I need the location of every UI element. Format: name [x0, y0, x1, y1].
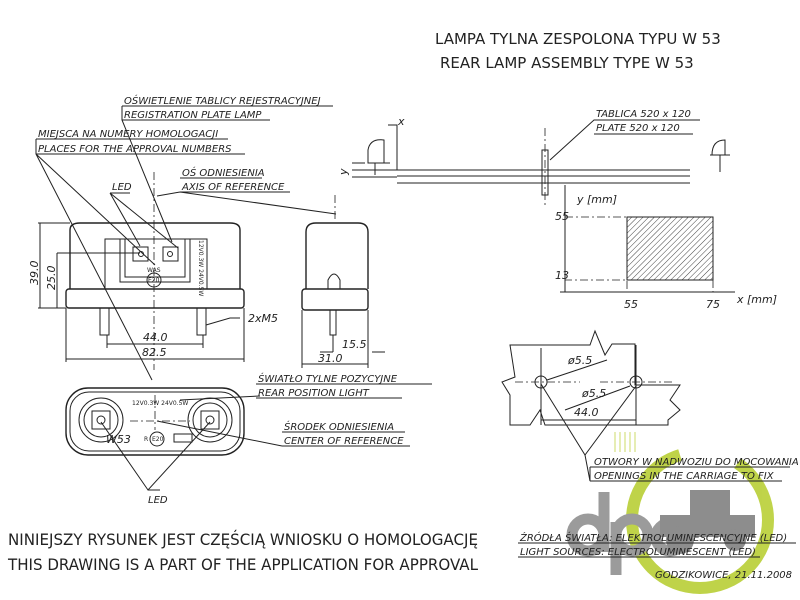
svg-text:13: 13: [555, 269, 569, 282]
side-view: 15.5 31.0: [301, 195, 385, 368]
dim-15-5: 15.5: [342, 338, 367, 351]
svg-text:x: x: [397, 115, 405, 128]
top-view: 12V0.3W 24V0.5W R E20 W53 LED: [65, 387, 283, 506]
svg-text:REAR POSITION LIGHT: REAR POSITION LIGHT: [258, 388, 370, 399]
label-led-top: LED: [109, 182, 179, 249]
svg-text:ø5.5: ø5.5: [567, 354, 592, 367]
svg-text:OŚWIETLENIE TABLICY REJESTRACY: OŚWIETLENIE TABLICY REJESTRACYJNEJ: [124, 94, 321, 107]
svg-text:ŚWIATŁO TYLNE POZYCYJNE: ŚWIATŁO TYLNE POZYCYJNE: [258, 372, 398, 385]
label-registration-plate-lamp: OŚWIETLENIE TABLICY REJESTRACYJNEJ REGIS…: [121, 94, 333, 243]
svg-text:OŚ ODNIESIENIA: OŚ ODNIESIENIA: [182, 166, 265, 179]
svg-text:CENTER OF REFERENCE: CENTER OF REFERENCE: [284, 436, 404, 447]
label-approval-places: MIEJSCA NA NUMERY HOMOLOGACJI PLACES FOR…: [35, 129, 245, 381]
visibility-graph: y [mm] 55 13 55 75 x [mm]: [555, 185, 777, 311]
label-light-sources: ŹRÓDŁA ŚWIATŁA: ELEKTROLUMINESCENCYJNE (…: [518, 531, 796, 558]
svg-text:REGISTRATION PLATE LAMP: REGISTRATION PLATE LAMP: [124, 110, 262, 121]
rating-mark: 12V0.3W 24V0.5W: [197, 240, 204, 296]
svg-text:ø5.5: ø5.5: [581, 387, 606, 400]
hatched-zone: [626, 216, 714, 281]
svg-text:ŹRÓDŁA ŚWIATŁA: ELEKTROLUMINES: ŹRÓDŁA ŚWIATŁA: ELEKTROLUMINESCENCYJNE (…: [519, 531, 787, 544]
svg-text:AXIS OF REFERENCE: AXIS OF REFERENCE: [181, 182, 285, 193]
svg-text:55: 55: [555, 210, 569, 223]
label-axis-of-reference: OŚ ODNIESIENIA AXIS OF REFERENCE: [156, 166, 337, 215]
svg-text:12V0.3W 24V0.5W: 12V0.3W 24V0.5W: [132, 400, 188, 407]
statement-pl: NINIEJSZY RYSUNEK JEST CZĘŚCIĄ WNIOSKU O…: [8, 530, 478, 549]
svg-text:W53: W53: [106, 433, 131, 446]
svg-text:OTWORY W NADWOZIU DO MOCOWANIA: OTWORY W NADWOZIU DO MOCOWANIA: [594, 457, 799, 468]
plate-label-pl: TABLICA 520 x 120: [596, 109, 691, 120]
title-pl: LAMPA TYLNA ZESPOLONA TYPU W 53: [435, 30, 721, 48]
title-en: REAR LAMP ASSEMBLY TYPE W 53: [440, 54, 694, 72]
svg-text:OPENINGS IN THE CARRIAGE TO FI: OPENINGS IN THE CARRIAGE TO FIX: [594, 471, 775, 482]
dim-82-5: 82.5: [142, 346, 167, 359]
dim-39: 39.0: [28, 261, 41, 286]
svg-text:R: R: [144, 436, 148, 443]
dpa-watermark-logo: [566, 432, 774, 594]
svg-text:E20: E20: [152, 436, 164, 443]
label-center-of-reference: ŚRODEK ODNIESIENIA CENTER OF REFERENCE: [282, 420, 410, 447]
svg-text:75: 75: [706, 298, 720, 311]
svg-text:ŚRODEK ODNIESIENIA: ŚRODEK ODNIESIENIA: [284, 420, 394, 433]
svg-text:44.0: 44.0: [574, 406, 599, 419]
svg-text:LIGHT SOURCES: ELECTROLUMINESC: LIGHT SOURCES: ELECTROLUMINESCENT (LED): [520, 547, 756, 558]
screw-label: 2xM5: [248, 312, 278, 325]
statement-en: THIS DRAWING IS A PART OF THE APPLICATIO…: [7, 555, 478, 574]
mounting-holes: ø5.5 ø5.5 44.0: [501, 329, 681, 456]
svg-text:PLACES FOR THE APPROVAL NUMBER: PLACES FOR THE APPROVAL NUMBERS: [38, 144, 232, 155]
svg-text:y: y: [337, 168, 350, 176]
graph-ylabel: y [mm]: [576, 193, 617, 206]
dim-25: 25.0: [45, 266, 58, 291]
dim-31: 31.0: [318, 352, 343, 365]
place-date: GODZIKOWICE, 21.11.2008: [655, 570, 792, 581]
label-openings: OTWORY W NADWOZIU DO MOCOWANIA OPENINGS …: [584, 454, 799, 482]
svg-text:55: 55: [624, 298, 638, 311]
plate-label-en: PLATE 520 x 120: [596, 123, 680, 134]
graph-xlabel: x [mm]: [736, 293, 777, 306]
label-led-bottom: LED: [148, 495, 168, 506]
svg-text:LED: LED: [112, 182, 132, 193]
front-view: WAS E20 12V0.3W 24V0.5W 39.0 25.0 44.0 8…: [28, 172, 278, 370]
svg-text:MIEJSCA NA NUMERY HOMOLOGACJI: MIEJSCA NA NUMERY HOMOLOGACJI: [38, 129, 218, 140]
mounting-sketch: x y TABLICA 520 x 120 PLATE 520 x 120: [337, 109, 730, 205]
label-rear-position-light: ŚWIATŁO TYLNE POZYCYJNE REAR POSITION LI…: [256, 372, 432, 399]
dim-44: 44.0: [143, 331, 168, 344]
